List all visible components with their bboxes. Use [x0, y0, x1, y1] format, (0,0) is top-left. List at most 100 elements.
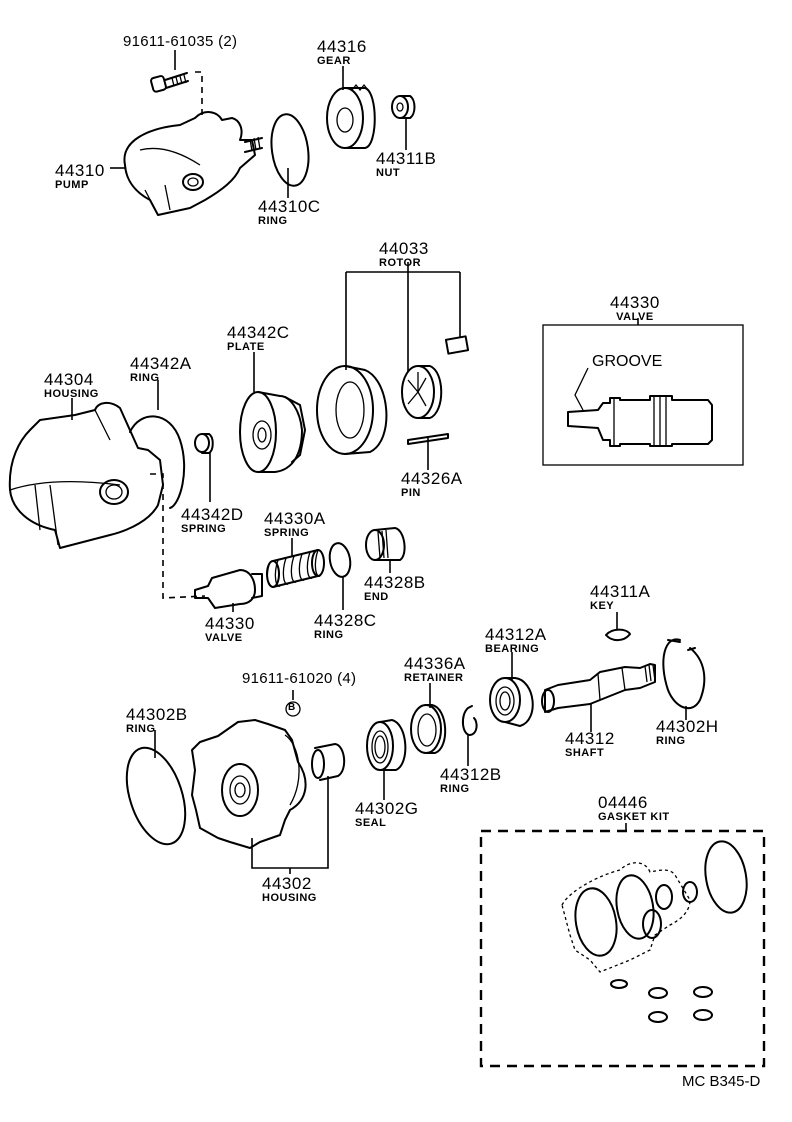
valve-detail-name: VALVE	[616, 311, 654, 323]
plate-name: PLATE	[227, 341, 265, 353]
gear-drawing	[326, 66, 376, 149]
key-name: KEY	[590, 600, 615, 612]
ring-44310c-name: RING	[258, 215, 288, 227]
valve-drawing	[194, 569, 263, 612]
nut-number: 44311B	[376, 149, 437, 168]
bolt-b-marker-circle	[285, 701, 301, 717]
diagram-code: MC B345-D	[682, 1073, 761, 1090]
shaft-name: SHAFT	[565, 747, 605, 759]
label-spring-44342d: 44342D SPRING	[181, 506, 244, 535]
ring-44302h-number: 44302H	[656, 717, 719, 736]
spring-44342d-drawing	[194, 433, 214, 502]
label-ring-44328c: 44328C RING	[314, 612, 377, 641]
spring-44330a-name: SPRING	[264, 527, 310, 539]
gasket-kit-drawing	[479, 823, 766, 1068]
label-ring-44302h: 44302H RING	[656, 718, 719, 747]
label-ring-44302b: 44302B RING	[126, 706, 188, 735]
housing-44302-name: HOUSING	[262, 892, 317, 904]
pump-number: 44310	[55, 161, 105, 180]
pin-name: PIN	[401, 487, 421, 499]
pin-number: 44326A	[401, 469, 463, 488]
seal-number: 44302G	[355, 799, 419, 818]
ring-44302b-name: RING	[126, 723, 156, 735]
valve-detail-drawing	[542, 318, 744, 466]
seal-drawing	[366, 719, 407, 800]
seal-name: SEAL	[355, 817, 387, 829]
ring-44312b-drawing	[462, 705, 478, 736]
label-shaft: 44312 SHAFT	[565, 730, 615, 759]
bolt-top-path	[195, 71, 203, 118]
housing-44302-number: 44302	[262, 874, 312, 893]
label-housing-44302: 44302 HOUSING	[262, 875, 317, 904]
shaft-drawing	[541, 663, 656, 732]
end-number: 44328B	[364, 573, 426, 592]
bearing-name: BEARING	[485, 643, 540, 655]
ring-44302h-name: RING	[656, 735, 686, 747]
ring-44312b-name: RING	[440, 783, 470, 795]
bolt-b-marker: B	[288, 702, 296, 713]
label-gasket-kit: 04446 GASKET KIT	[598, 794, 670, 823]
gear-name: GEAR	[317, 55, 351, 67]
label-key: 44311A KEY	[590, 583, 650, 612]
label-ring-44310c: 44310C RING	[258, 198, 321, 227]
rotor-number: 44033	[379, 239, 429, 258]
ring-44328c-number: 44328C	[314, 611, 377, 630]
label-spring-44330a: 44330A SPRING	[264, 510, 326, 539]
spring-44342d-number: 44342D	[181, 505, 244, 524]
label-ring-44342a: 44342A RING	[130, 355, 192, 384]
label-bolt-top-number: 91611-61035 (2)	[123, 33, 238, 50]
label-housing-44304: 44304 HOUSING	[44, 371, 99, 400]
housing-44302-drawing	[191, 719, 346, 874]
housing-44304-number: 44304	[44, 370, 94, 389]
plate-number: 44342C	[227, 323, 290, 342]
ring-44328c-drawing	[328, 542, 352, 578]
key-number: 44311A	[590, 582, 651, 601]
spring-44330a-drawing	[266, 538, 325, 588]
retainer-number: 44336A	[404, 654, 466, 673]
ring-44342a-number: 44342A	[130, 354, 192, 373]
label-valve-detail: 44330 VALVE	[610, 294, 660, 323]
label-rotor: 44033 ROTOR	[379, 240, 429, 269]
valve-path	[150, 473, 206, 599]
label-bearing: 44312A BEARING	[485, 626, 547, 655]
groove-callout: GROOVE	[592, 353, 663, 370]
ring-44328c-name: RING	[314, 629, 344, 641]
valve-name: VALVE	[205, 632, 243, 644]
gasket-kit-number: 04446	[598, 793, 648, 812]
housing-44304-name: HOUSING	[44, 388, 99, 400]
nut-name: NUT	[376, 167, 401, 179]
ring-44342a-drawing	[129, 415, 186, 509]
key-drawing	[605, 628, 631, 642]
label-plate: 44342C PLATE	[227, 324, 290, 353]
ring-44302h-drawing	[662, 638, 706, 720]
gasket-kit-name: GASKET KIT	[598, 811, 670, 823]
label-gear: 44316 GEAR	[317, 38, 367, 67]
nut-drawing	[391, 95, 416, 150]
gear-number: 44316	[317, 37, 367, 56]
shaft-number: 44312	[565, 729, 615, 748]
bearing-number: 44312A	[485, 625, 547, 644]
end-name: END	[364, 591, 389, 603]
ring-44312b-number: 44312B	[440, 765, 502, 784]
plate-drawing	[239, 352, 306, 473]
ring-44342a-name: RING	[130, 372, 160, 384]
spring-44342d-name: SPRING	[181, 523, 227, 535]
ring-44310c-number: 44310C	[258, 197, 321, 216]
label-pin: 44326A PIN	[401, 470, 463, 499]
pump-name: PUMP	[55, 179, 89, 191]
retainer-drawing	[410, 683, 447, 754]
bolt-top-drawing	[150, 50, 189, 93]
label-end: 44328B END	[364, 574, 426, 603]
ring-44302b-number: 44302B	[126, 705, 188, 724]
label-valve: 44330 VALVE	[205, 615, 255, 644]
bearing-drawing	[489, 652, 534, 727]
spring-44330a-number: 44330A	[264, 509, 326, 528]
housing-44304-drawing	[8, 398, 164, 549]
valve-detail-number: 44330	[610, 293, 660, 312]
rotor-name: ROTOR	[379, 257, 422, 269]
rotor-drawing	[316, 262, 470, 470]
ring-44302b-drawing	[125, 746, 187, 846]
label-bolt-b-number: 91611-61020 (4)	[242, 670, 357, 687]
label-seal: 44302G SEAL	[355, 800, 419, 829]
